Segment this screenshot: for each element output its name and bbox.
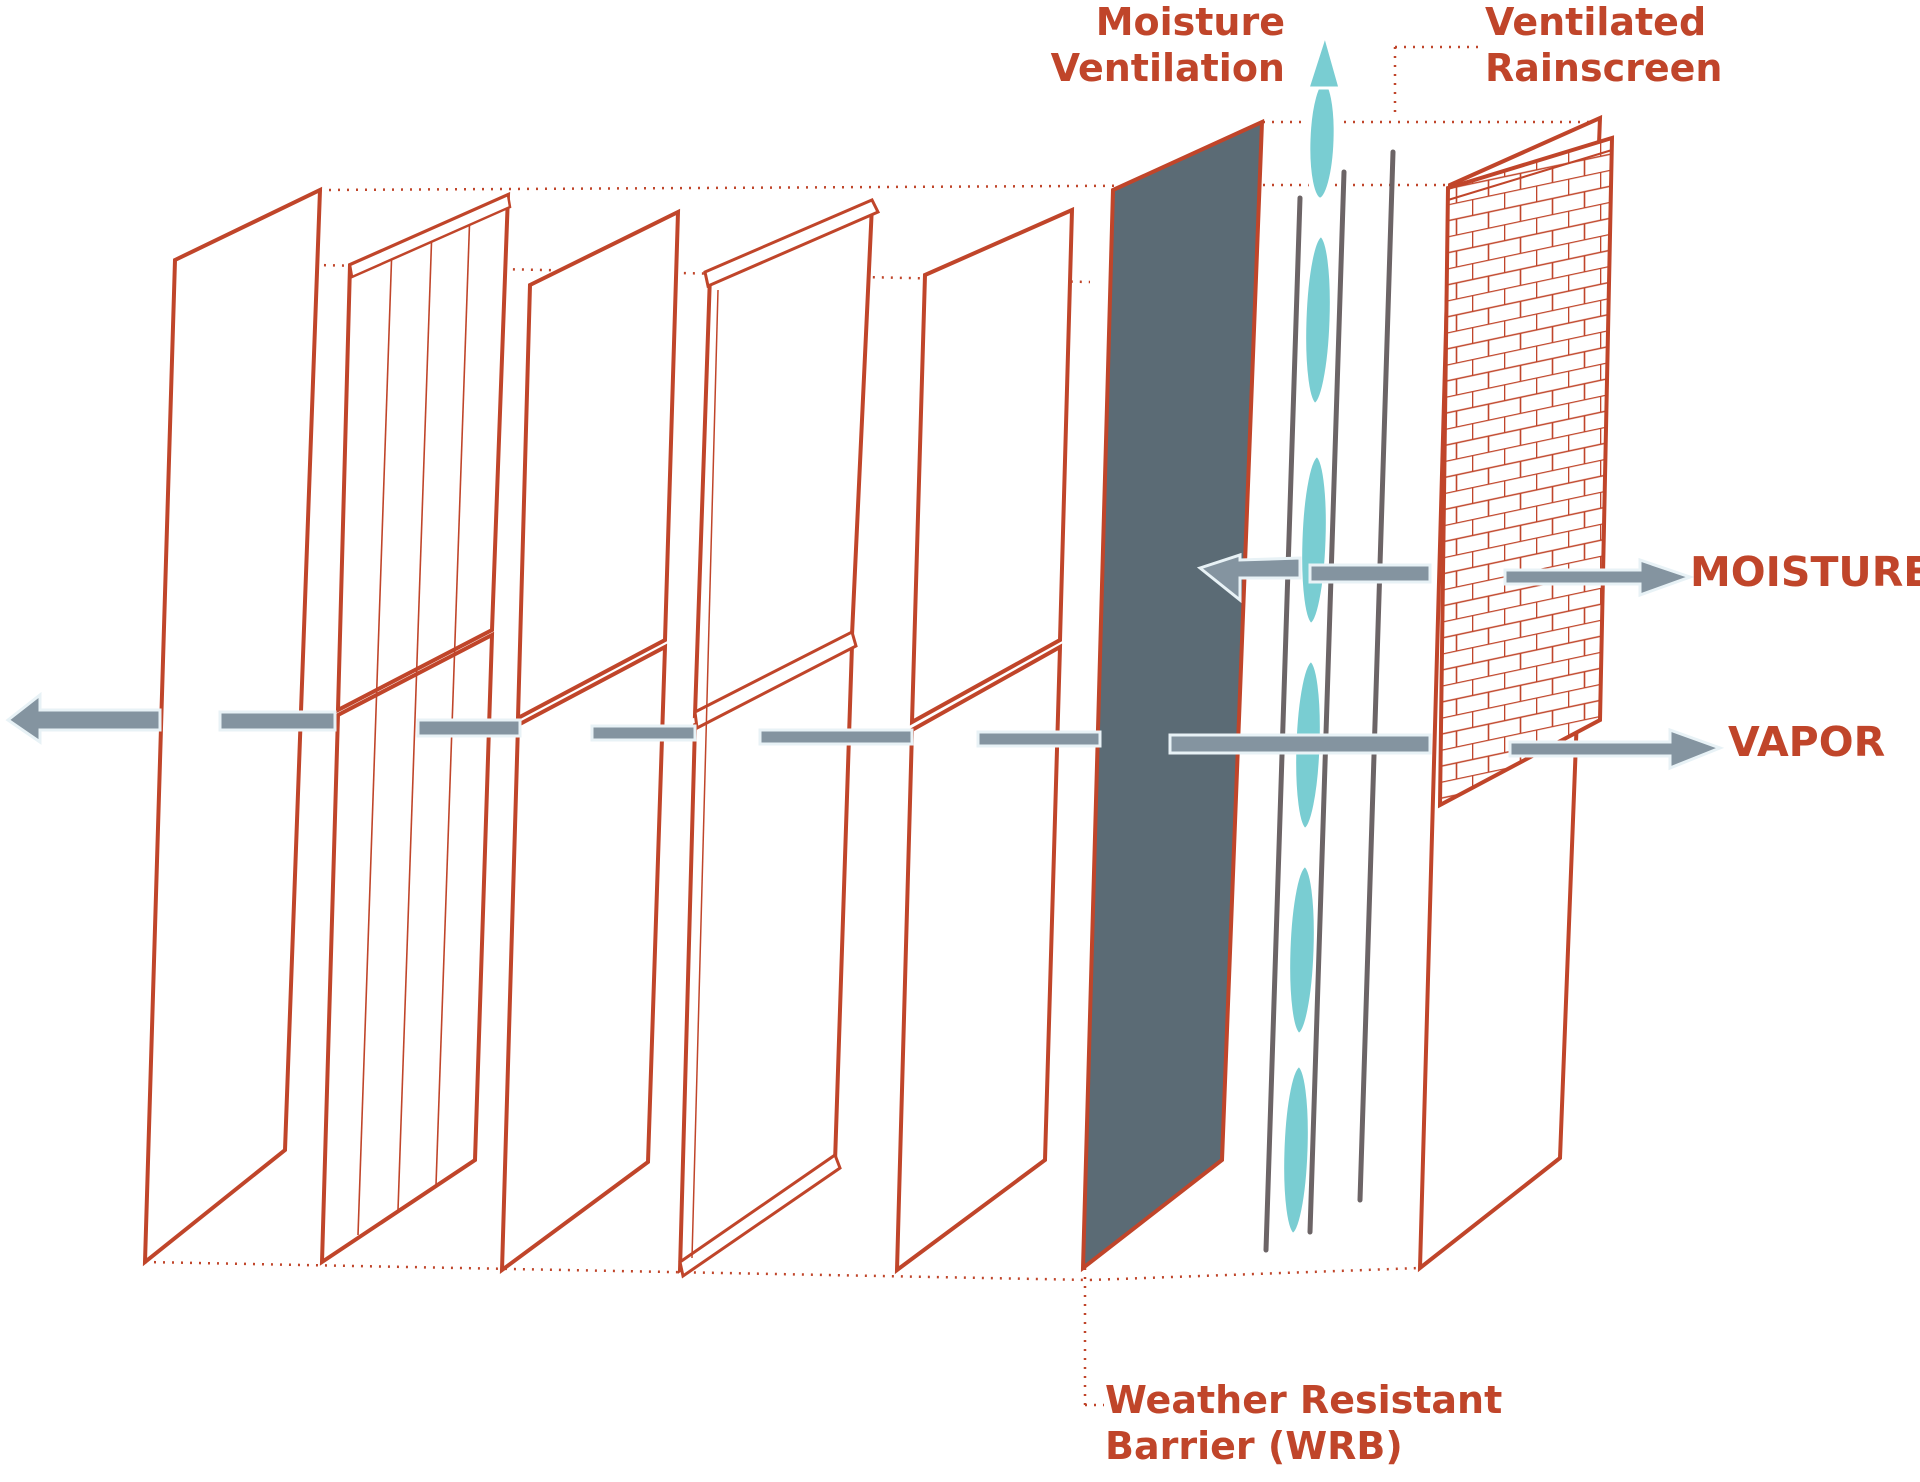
wrb-line-1: Weather Resistant [1105, 1378, 1503, 1422]
moisture-ventilation-line-1: Moisture [1095, 0, 1285, 44]
wrb-label: Weather Resistant Barrier (WRB) [1105, 1378, 1502, 1469]
ventilated-rainscreen-line-1: Ventilated [1485, 0, 1707, 44]
vapor-flow-arrows [5, 691, 1725, 771]
wrb-panel [1080, 118, 1265, 1273]
layer-panel-4-framed [677, 198, 881, 1279]
airflow-up-arrow [1305, 29, 1342, 90]
layer-panel-3 [499, 208, 681, 1275]
brick-rainscreen [1437, 135, 1615, 809]
moisture-ventilation-label: Moisture Ventilation [1040, 0, 1285, 91]
layer-panel-2-insulation [319, 191, 512, 1266]
layer-panel-5 [894, 206, 1075, 1275]
ventilated-rainscreen-line-2: Rainscreen [1485, 45, 1723, 90]
vapor-label: VAPOR [1728, 718, 1886, 766]
alignment-lines [144, 45, 1600, 1407]
furring-strips [1263, 149, 1396, 1253]
wrb-line-2: Barrier (WRB) [1105, 1423, 1403, 1468]
moisture-ventilation-line-2: Ventilation [1050, 45, 1285, 90]
moisture-label: MOISTURE [1690, 548, 1920, 596]
ventilated-rainscreen-label: Ventilated Rainscreen [1485, 0, 1722, 91]
moisture-flow-arrows [1196, 552, 1695, 604]
